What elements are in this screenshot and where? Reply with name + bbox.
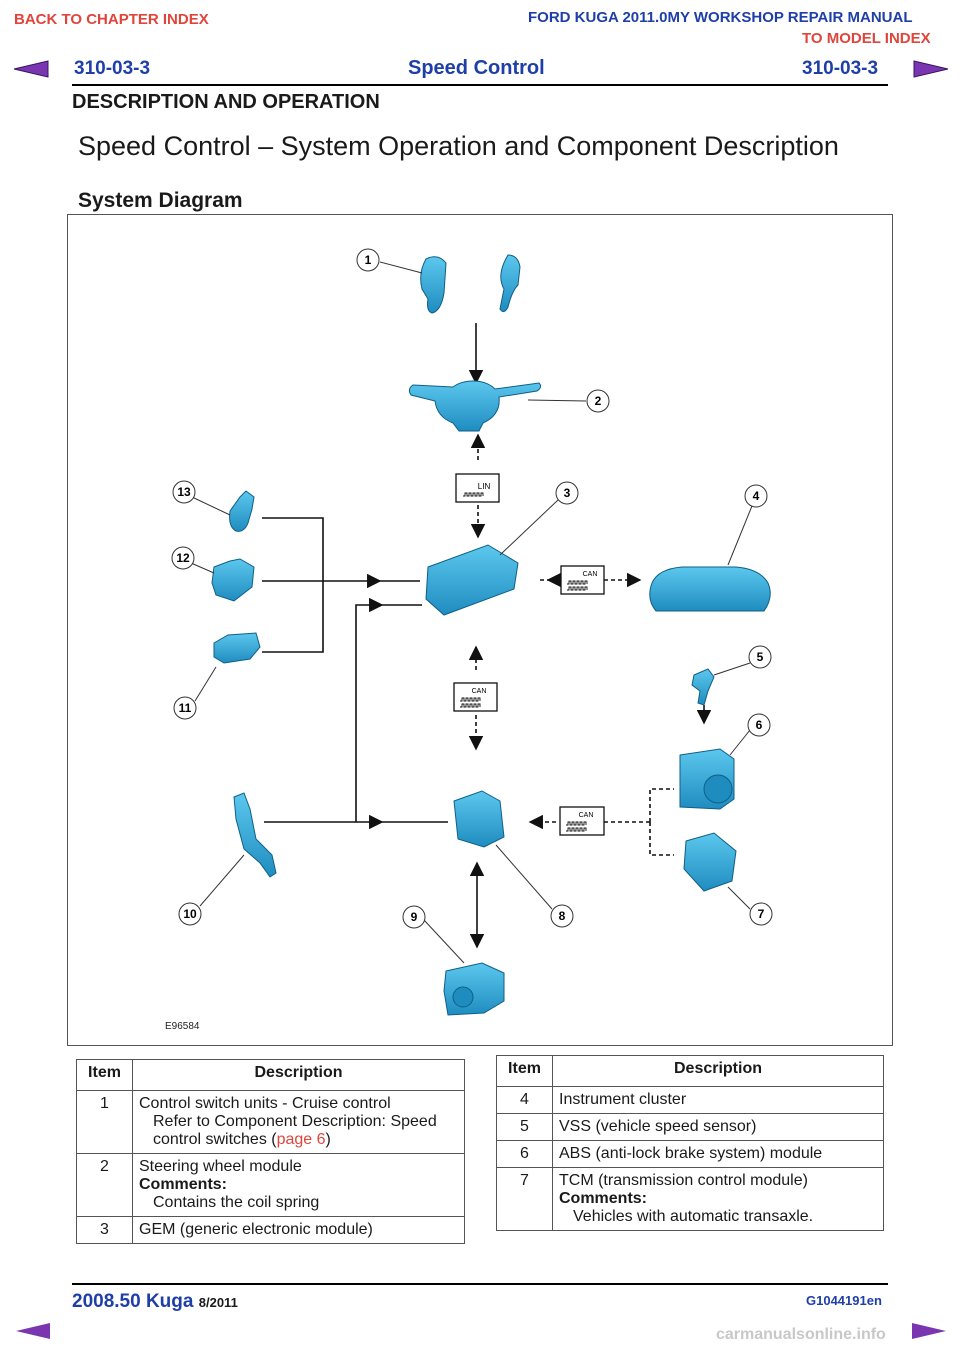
prev-page-arrow-icon-bottom[interactable] xyxy=(12,1320,52,1342)
svg-text:12: 12 xyxy=(176,551,190,565)
footer-rule xyxy=(72,1283,888,1285)
manual-title: FORD KUGA 2011.0MY WORKSHOP REPAIR MANUA… xyxy=(528,9,913,26)
svg-text:3: 3 xyxy=(564,486,571,500)
lin-label: LIN xyxy=(478,482,491,491)
can-bus-symbol-pcm: CAN xyxy=(559,806,605,836)
table-row: 3 GEM (generic electronic module) xyxy=(76,1216,465,1244)
svg-text:13: 13 xyxy=(177,485,191,499)
instrument-cluster-icon xyxy=(649,566,771,612)
table-row: 2 Steering wheel module Comments: Contai… xyxy=(76,1153,465,1217)
lin-bus-symbol: LIN xyxy=(455,473,500,503)
footer-code: G1044191en xyxy=(806,1293,882,1308)
svg-text:9: 9 xyxy=(411,910,418,924)
next-page-arrow-icon[interactable] xyxy=(912,58,952,80)
brake-sensor-icon xyxy=(229,490,255,532)
can-label: CAN xyxy=(472,688,487,695)
accelerator-pedal-icon xyxy=(233,792,277,878)
system-diagram-svg: LIN CAN CAN CAN xyxy=(165,248,773,1032)
col-item-header: Item xyxy=(76,1059,133,1091)
footer-model: 2008.50 Kuga 8/2011 xyxy=(72,1291,238,1312)
watermark-text: carmanualsonline.info xyxy=(716,1326,886,1343)
page-6-link[interactable]: page 6 xyxy=(276,1131,326,1148)
table-row: 7 TCM (transmission control module) Comm… xyxy=(496,1167,884,1231)
prev-page-arrow-icon[interactable] xyxy=(10,58,50,80)
col-item-header: Item xyxy=(496,1055,553,1087)
callout-13: 13 xyxy=(172,480,196,504)
can-bus-symbol-gem: CAN xyxy=(453,682,498,712)
gem-module-icon xyxy=(425,544,519,616)
system-diagram-heading: System Diagram xyxy=(78,189,243,212)
brake-switch-icon xyxy=(211,558,255,602)
callout-6: 6 xyxy=(747,713,771,737)
throttle-body-icon xyxy=(443,962,505,1016)
svg-text:11: 11 xyxy=(179,701,192,715)
vss-sensor-icon xyxy=(691,668,715,706)
cruise-switch-left-icon xyxy=(420,256,447,314)
system-diagram: LIN CAN CAN CAN xyxy=(67,214,893,1046)
col-description-header: Description xyxy=(132,1059,465,1091)
col-description-header: Description xyxy=(552,1055,884,1087)
back-to-chapter-index-link[interactable]: BACK TO CHAPTER INDEX xyxy=(14,11,209,28)
can-label: CAN xyxy=(579,812,594,819)
table-row: 5 VSS (vehicle speed sensor) xyxy=(496,1113,884,1141)
callout-5: 5 xyxy=(748,645,772,669)
svg-text:8: 8 xyxy=(559,909,566,923)
svg-text:5: 5 xyxy=(757,650,764,664)
steering-wheel-module-icon xyxy=(408,380,542,432)
category-heading: DESCRIPTION AND OPERATION xyxy=(72,91,380,113)
callout-8: 8 xyxy=(550,904,574,928)
table-row: 4 Instrument cluster xyxy=(496,1086,884,1114)
callout-4: 4 xyxy=(744,484,768,508)
can-label: CAN xyxy=(583,571,598,578)
items-table-right: Item Description 4 Instrument cluster 5 … xyxy=(496,1055,884,1231)
to-model-index-link[interactable]: TO MODEL INDEX xyxy=(802,30,931,47)
header-rule xyxy=(72,84,888,86)
section-number-left: 310-03-3 xyxy=(74,58,151,79)
callout-12: 12 xyxy=(171,546,195,570)
table-row: 6 ABS (anti-lock brake system) module xyxy=(496,1140,884,1168)
section-number-right: 310-03-3 xyxy=(802,58,879,79)
figure-id: E96584 xyxy=(165,1021,200,1032)
table-row: 1 Control switch units - Cruise control … xyxy=(76,1090,465,1154)
footer-date: 8/2011 xyxy=(198,1295,238,1310)
svg-text:1: 1 xyxy=(365,253,372,267)
cruise-switch-right-icon xyxy=(499,254,521,313)
callout-3: 3 xyxy=(555,481,579,505)
callout-11: 11 xyxy=(173,696,197,720)
tcm-module-icon xyxy=(683,832,737,892)
items-table-left: Item Description 1 Control switch units … xyxy=(76,1059,465,1244)
next-page-arrow-icon-bottom[interactable] xyxy=(910,1320,950,1342)
can-bus-symbol-cluster: CAN xyxy=(560,565,605,595)
page-title: Speed Control – System Operation and Com… xyxy=(78,131,839,161)
callout-9: 9 xyxy=(402,905,426,929)
svg-text:4: 4 xyxy=(753,489,760,503)
svg-text:7: 7 xyxy=(758,907,765,921)
callout-10: 10 xyxy=(178,902,202,926)
svg-text:6: 6 xyxy=(756,718,763,732)
callout-7: 7 xyxy=(749,902,773,926)
svg-text:2: 2 xyxy=(595,394,602,408)
svg-text:10: 10 xyxy=(183,907,197,921)
pcm-module-icon xyxy=(453,790,505,848)
callout-1: 1 xyxy=(356,248,380,272)
clutch-switch-icon xyxy=(213,632,261,664)
callout-2: 2 xyxy=(586,389,610,413)
section-title: Speed Control xyxy=(408,57,545,79)
